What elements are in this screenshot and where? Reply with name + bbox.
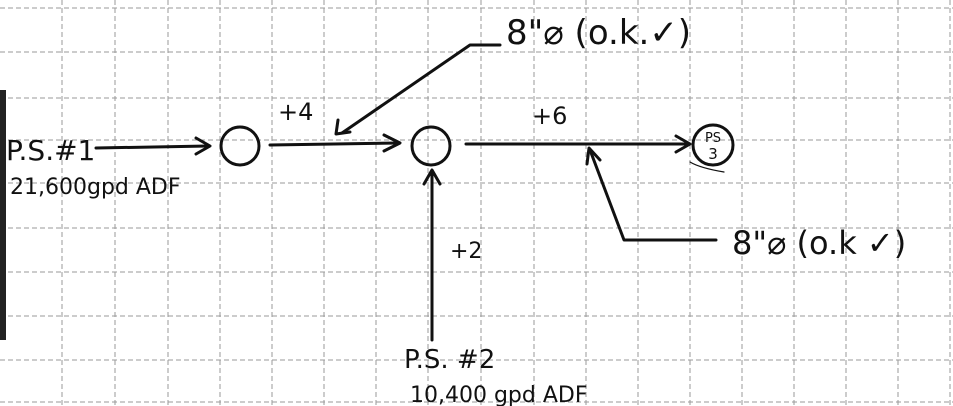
manhole-node-1: [219, 125, 261, 167]
increment-branch-label: +2: [450, 239, 482, 264]
lower-pipe-note: 8"⌀ (o.k ✓): [732, 224, 906, 262]
manhole-node-2: [410, 125, 452, 167]
left-margin-edge: [0, 90, 6, 340]
increment-first-label: +4: [278, 98, 313, 126]
increment-second-label: +6: [532, 102, 567, 130]
ps2-flow-label: 10,400 gpd ADF: [410, 383, 588, 406]
ps2-label: P.S. #2: [404, 345, 495, 375]
flow-arrow-ps1-to-node1: [94, 136, 212, 156]
leader-line-upper-note: [334, 43, 502, 136]
flow-arrow-node2-to-ps3: [464, 134, 692, 154]
pump-station-3-node: [691, 123, 735, 167]
ps1-label: P.S.#1: [6, 134, 95, 167]
flow-arrow-ps2-to-node2: [422, 168, 442, 342]
ps1-flow-label: 21,600gpd ADF: [10, 175, 181, 200]
flow-arrow-node1-to-node2: [268, 133, 402, 153]
ps3-label-bottom: 3: [708, 145, 718, 163]
upper-pipe-note: 8"⌀ (o.k.✓): [506, 13, 691, 53]
ps3-label-top: PS: [705, 131, 721, 146]
leader-line-lower-note: [585, 146, 718, 242]
